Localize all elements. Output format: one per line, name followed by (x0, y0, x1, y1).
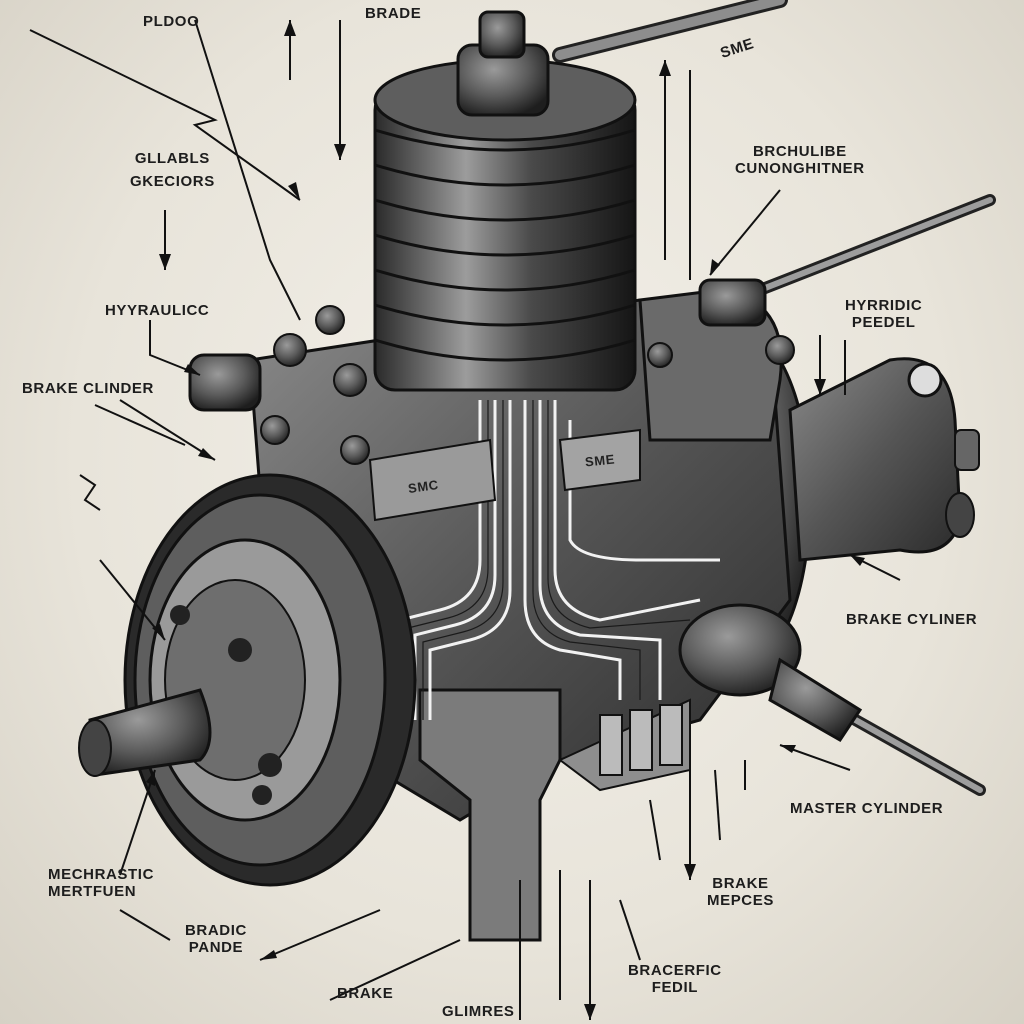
label-pande: PANDE (188, 939, 244, 956)
label-brake-mepces: BRAKE MEPCES (707, 875, 774, 909)
label-hyrridic: HYRRIDIC (845, 297, 923, 314)
master-cylinder-part (678, 603, 863, 742)
label-brake-mepces-2: MEPCES (707, 892, 774, 909)
label-gkeciors: GKECIORS (130, 173, 215, 190)
arrow-heads (146, 20, 865, 1020)
label-brake-bottom: BRAKE (337, 985, 394, 1002)
label-brake-clinder: BRAKE CLINDER (22, 380, 154, 397)
emblem-right: SME (584, 451, 616, 470)
finned-cylinder (373, 10, 637, 392)
label-mechrastic-mertfuen: MECHRASTIC MERTFUEN (48, 866, 154, 900)
label-cunonghitner: CUNONGHITNER (735, 160, 865, 177)
label-brake-mepces-1: BRAKE (712, 875, 769, 892)
label-hyrridic-peedel: HYRRIDIC PEEDEL (845, 297, 922, 331)
label-bradic-pande: BRADIC PANDE (185, 922, 247, 956)
label-brchulibe: BRCHULIBE (752, 143, 847, 160)
left-fitting (188, 278, 767, 412)
label-bradic: BRADIC (185, 922, 247, 939)
label-peedel: PEEDEL (851, 314, 916, 331)
label-master-cylinder: MASTER CYLINDER (790, 800, 944, 817)
label-brake-cyliner: BRAKE CYLINER (846, 611, 978, 628)
brake-drum (78, 473, 417, 887)
hydraulic-lines (398, 400, 720, 720)
label-pldoo: PLDOO (143, 13, 200, 30)
label-brade-top: BRADE (365, 5, 422, 22)
label-mechrastic: MECHRASTIC (48, 866, 154, 883)
label-glimres: GLIMRES (442, 1003, 515, 1020)
bolts (260, 305, 795, 465)
label-bracerfic-fedil: BRACERFIC FEDIL (628, 962, 722, 996)
label-gllabls: GLLABLS (134, 150, 210, 167)
label-fedil: FEDIL (651, 979, 699, 996)
label-hyyraulicc: HYYRAULICC (105, 302, 210, 319)
label-mertfuen: MERTFUEN (48, 883, 137, 900)
label-gllabls-gkeciors: GLLABLS GKECIORS (130, 150, 215, 190)
emblem-plates (368, 428, 641, 522)
label-brchulibe-cunonghitner: BRCHULIBE CUNONGHITNER (735, 143, 865, 177)
hydraulic-lines-shadow (407, 400, 691, 720)
label-bracerfic: BRACERFIC (628, 962, 722, 979)
